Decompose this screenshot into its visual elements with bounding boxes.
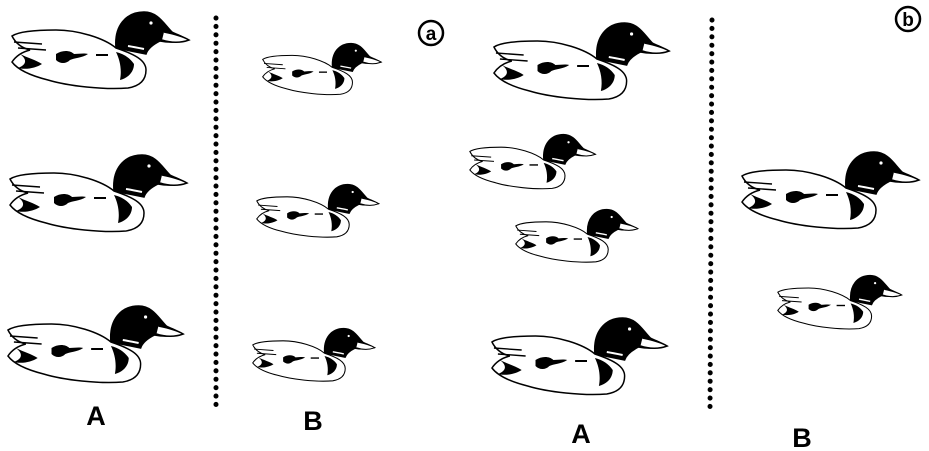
group-label-b: B xyxy=(303,406,323,436)
group-label-b: B xyxy=(792,423,812,451)
panel-b: b A B xyxy=(470,7,920,451)
duck-decoy-icon xyxy=(470,134,596,188)
group-b-ducks xyxy=(742,152,919,329)
duck-decoy-icon xyxy=(516,209,638,262)
group-b-ducks xyxy=(253,43,382,381)
group-label-a: A xyxy=(571,419,591,449)
group-label-a: A xyxy=(86,401,106,431)
panel-badge-label: b xyxy=(902,10,914,31)
panel-a: a A B xyxy=(8,12,443,436)
duck-decoy-icon xyxy=(10,155,187,232)
panel-badge-label: a xyxy=(426,24,437,45)
duck-decoy-icon xyxy=(492,318,667,395)
duck-decoy-icon xyxy=(494,23,669,100)
duck-decoy-icon xyxy=(263,43,382,94)
panel-badge-b: b xyxy=(896,7,920,31)
duck-decoy-icon xyxy=(778,275,902,329)
duck-decoy-icon xyxy=(12,12,189,89)
panel-badge-a: a xyxy=(419,21,443,45)
duck-decoy-icon xyxy=(8,306,183,383)
group-a-ducks xyxy=(8,12,189,383)
duck-decoy-icon xyxy=(742,152,919,229)
duck-decoy-icon xyxy=(253,328,375,381)
duck-decoy-icon xyxy=(257,184,379,237)
group-a-ducks xyxy=(470,23,669,395)
dotted-divider xyxy=(710,20,712,412)
